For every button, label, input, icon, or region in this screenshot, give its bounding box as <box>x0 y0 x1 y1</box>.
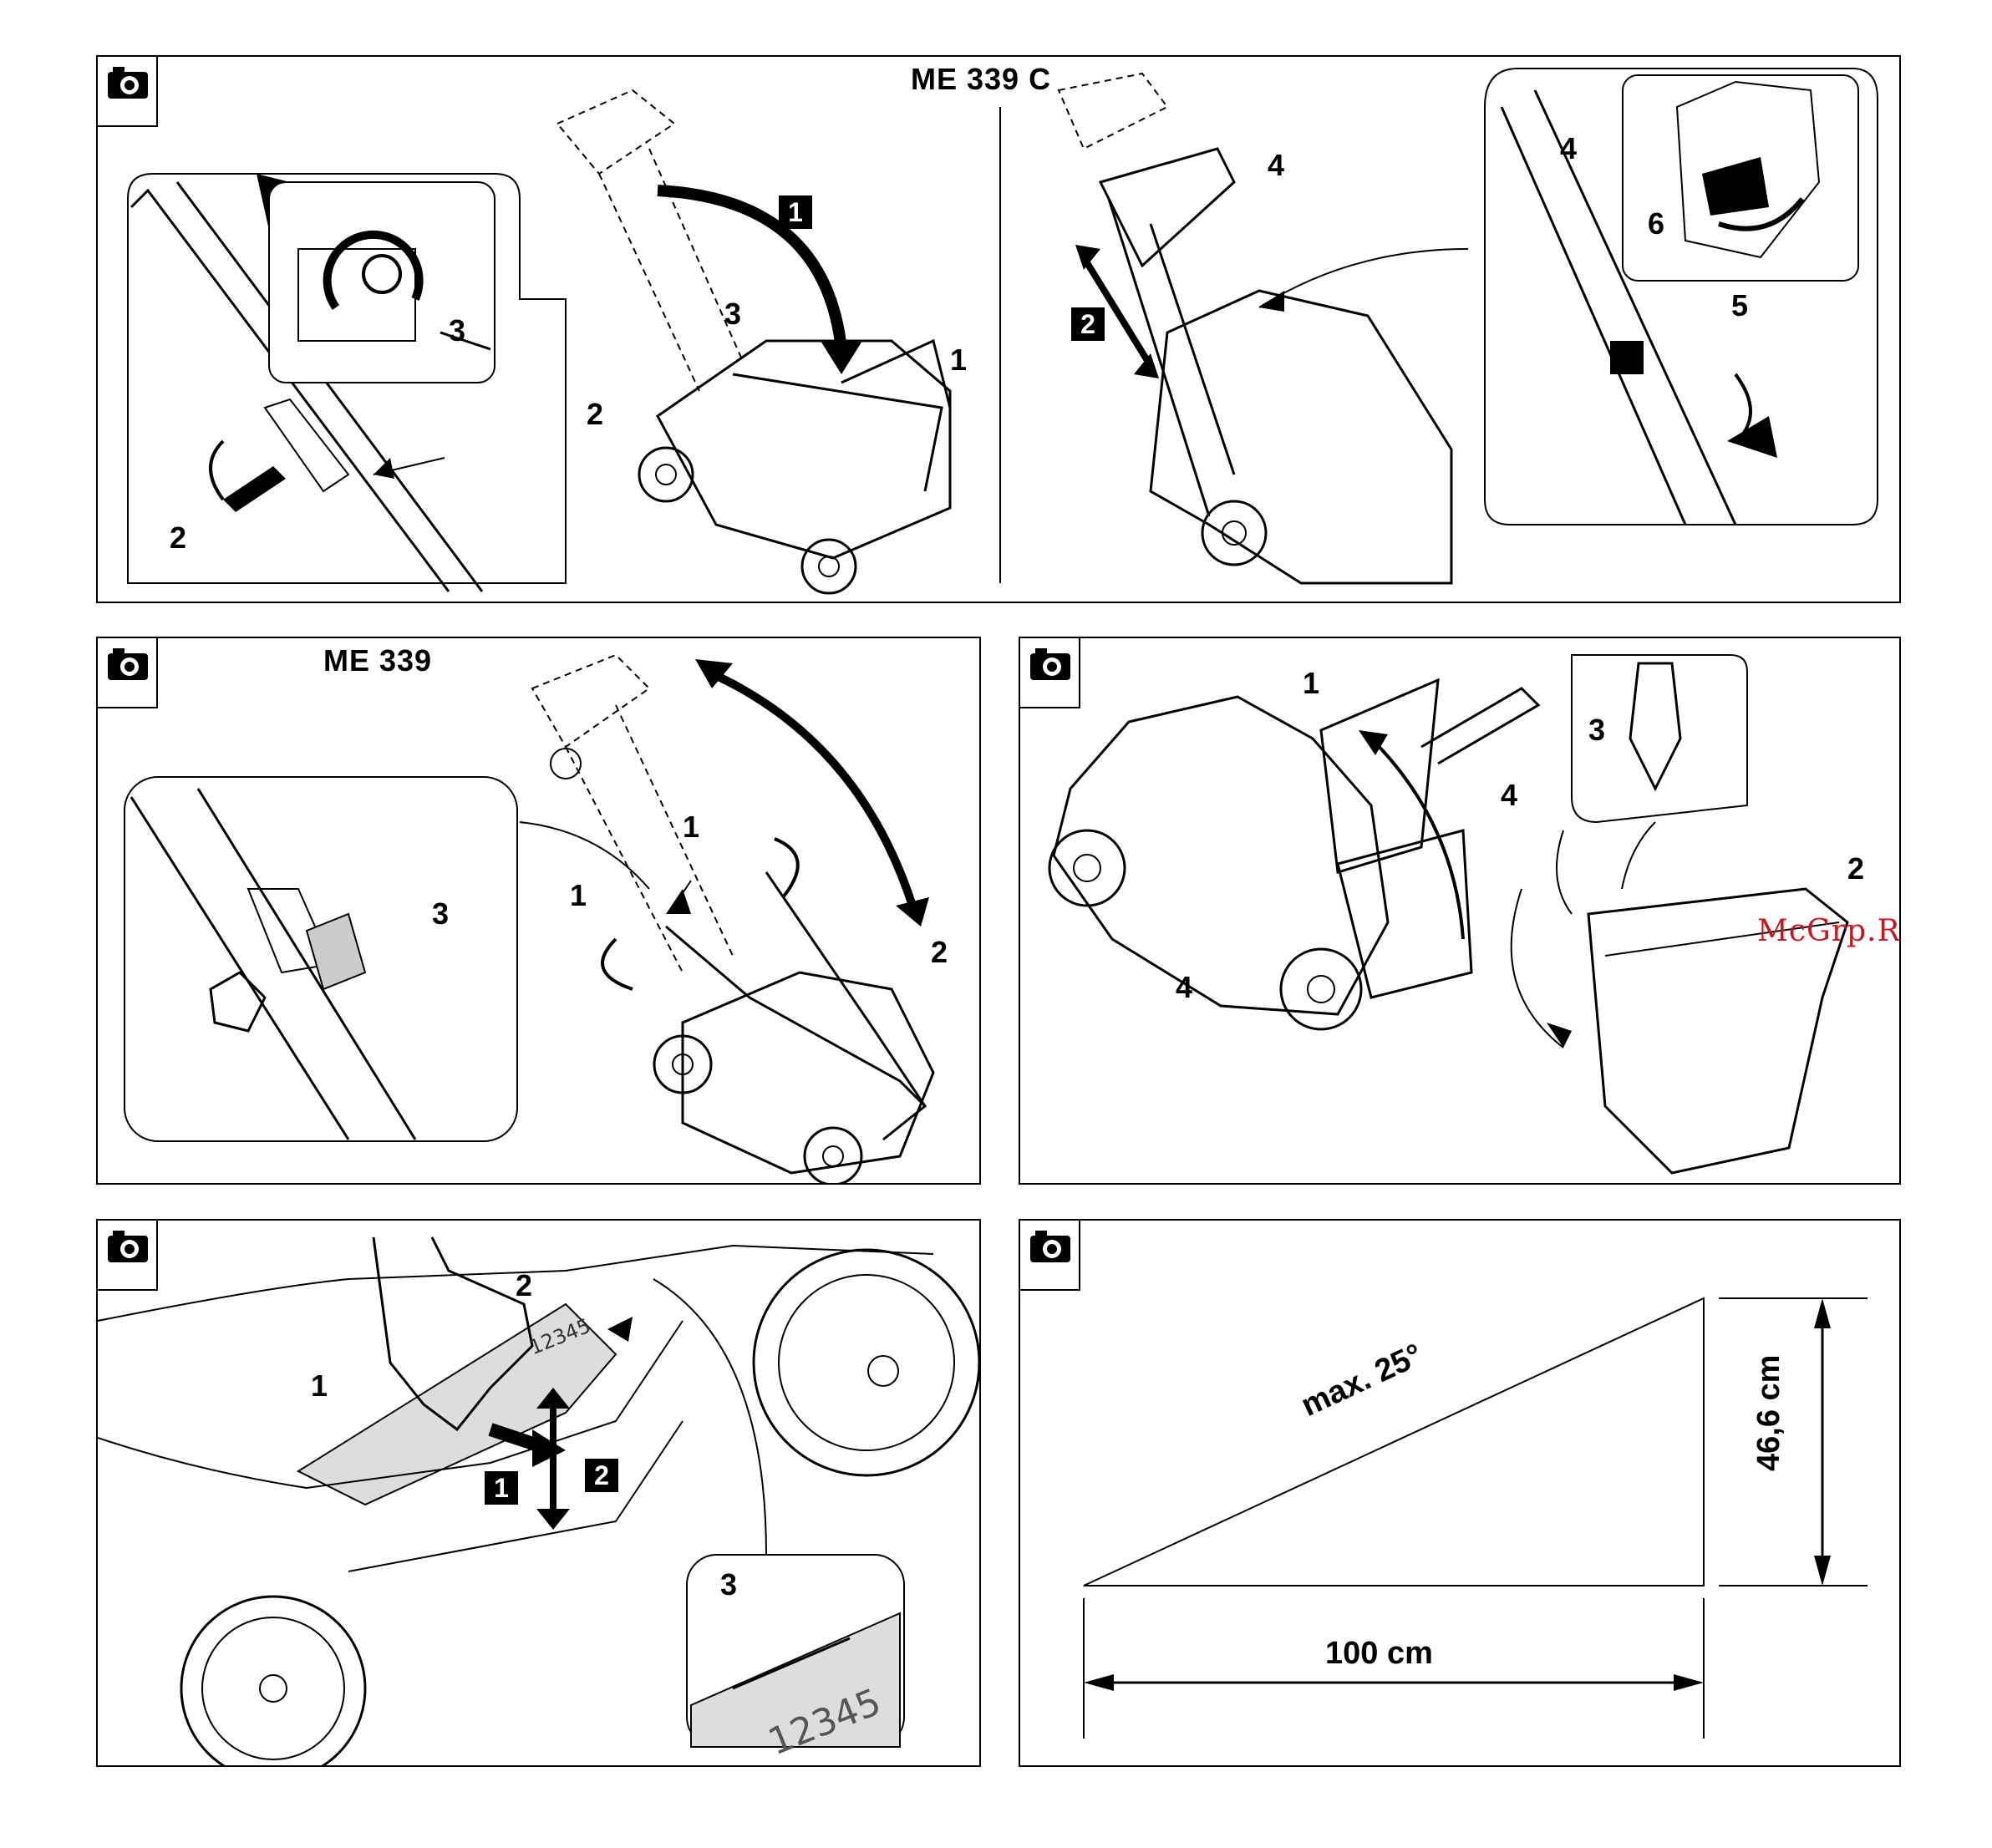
callout-1-top: 1 <box>683 812 699 842</box>
panel-cutting-height: 1 2 2 1 3 12345 12345 <box>96 1219 981 1767</box>
callout-6: 6 <box>1648 209 1664 239</box>
panel2-drawing <box>98 638 981 1185</box>
callout-4-inset: 4 <box>1560 134 1577 164</box>
panel-grass-box: McGrp.Ru 1 4 4 3 2 <box>1019 637 1901 1185</box>
callout-2-lever: 2 <box>170 523 186 553</box>
step-badge-2: 2 <box>1071 307 1105 341</box>
callout-3-knob: 3 <box>449 316 465 346</box>
callout-3: 3 <box>432 899 449 929</box>
base-length-label: 100 cm <box>1325 1636 1433 1672</box>
panel-slope-limit: max. 25° 100 cm 46,6 cm <box>1019 1219 1901 1767</box>
callout-3: 3 <box>720 1570 737 1600</box>
watermark: McGrp.Ru <box>1757 914 1901 948</box>
callout-1: 1 <box>1303 668 1319 698</box>
panel-handle-assembly-me339c: ME 339 C <box>96 55 1901 603</box>
callout-2: 2 <box>931 937 948 967</box>
step-badge-2: 2 <box>585 1459 618 1492</box>
callout-2: 2 <box>587 399 603 429</box>
height-label: 46,6 cm <box>1751 1355 1787 1471</box>
slope-diagram <box>1020 1221 1901 1767</box>
step-badge-1: 1 <box>485 1471 518 1505</box>
callout-4-left: 4 <box>1176 972 1192 1003</box>
panel1-drawing <box>98 57 1901 603</box>
callout-1: 1 <box>311 1371 328 1401</box>
callout-2: 2 <box>516 1271 532 1301</box>
panel-handle-assembly-me339: ME 339 3 1 1 2 <box>96 637 981 1185</box>
callout-3: 3 <box>1588 715 1605 745</box>
callout-4-right: 4 <box>1501 780 1517 810</box>
panel4-drawing <box>98 1221 981 1767</box>
callout-4-handle: 4 <box>1268 150 1284 180</box>
callout-1: 1 <box>950 345 967 375</box>
callout-1-left: 1 <box>570 881 587 911</box>
callout-5: 5 <box>1731 291 1748 321</box>
callout-3: 3 <box>724 299 741 329</box>
callout-2: 2 <box>1847 854 1864 884</box>
panel3-drawing <box>1020 638 1901 1185</box>
step-badge-1: 1 <box>779 195 812 229</box>
